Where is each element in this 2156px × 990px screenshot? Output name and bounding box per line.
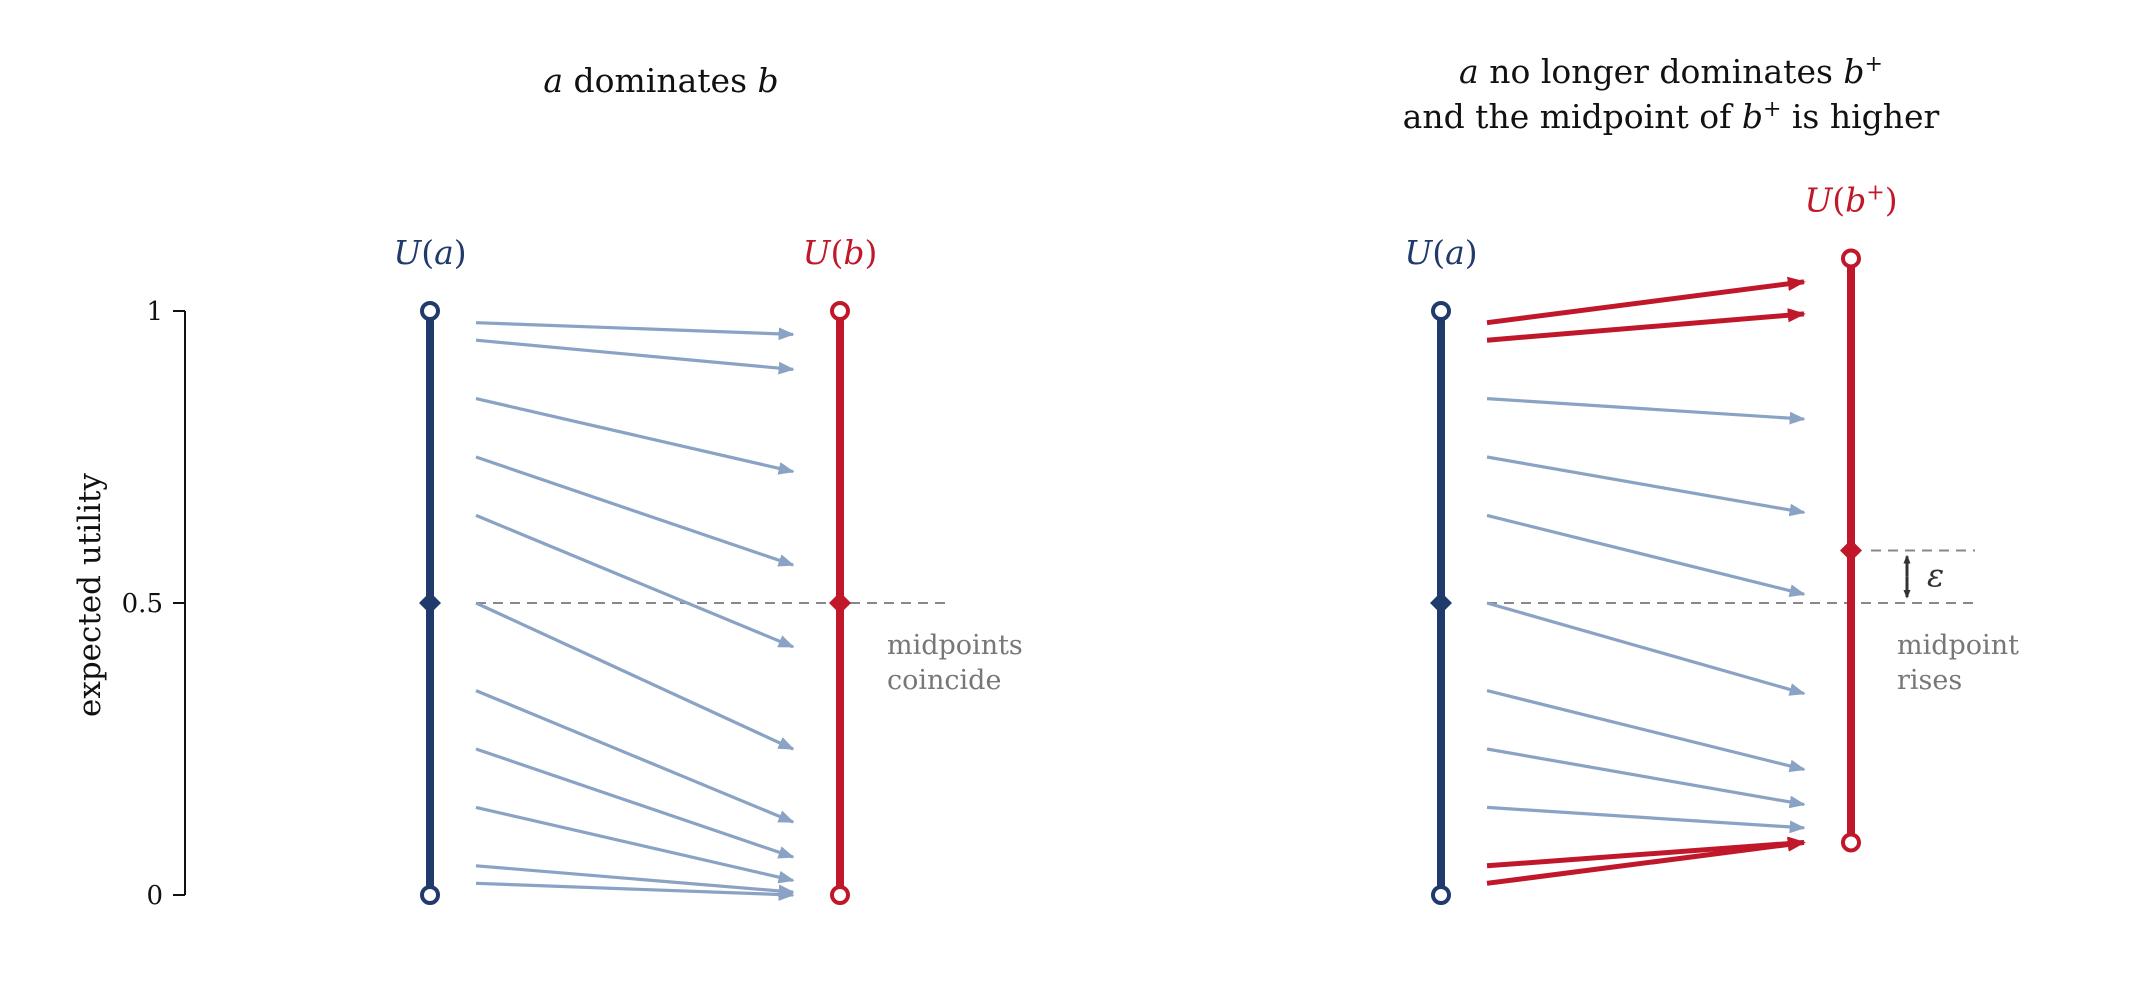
right-bar-endpoint (830, 301, 850, 321)
annotation-note: coincide (887, 665, 1001, 696)
panel-title-line: a dominates b (543, 61, 778, 100)
highlighted-mapping-arrow (1486, 836, 1806, 869)
y-axis-ticks: 00.51 (122, 297, 185, 911)
mapping-arrow (1486, 397, 1806, 425)
mapping-arrow (1486, 689, 1806, 773)
right-bar-label: U(b+) (1804, 180, 1897, 220)
panel-dominates: a dominates b U(a) U(b) midpoints coincide (393, 61, 1023, 905)
mapping-arrow (475, 321, 795, 341)
mapping-arrow (1486, 513, 1806, 597)
right-bar-endpoint (830, 885, 850, 905)
mapping-arrow (1486, 455, 1806, 517)
right-bar-endpoint (1841, 832, 1861, 853)
y-axis-label: expected utility (72, 473, 108, 718)
left-bar-label: U(a) (393, 233, 466, 272)
highlighted-mapping-arrow (1486, 837, 1806, 886)
mapping-arrow (475, 513, 795, 649)
mapping-arrow (475, 805, 795, 884)
highlighted-mapping-arrow (1486, 308, 1806, 343)
highlighted-mapping-arrow (1486, 276, 1806, 326)
mapping-arrow (475, 601, 795, 751)
left-bar-endpoint (1431, 885, 1451, 905)
annotation-note: rises (1897, 665, 1962, 696)
left-midpoint-marker (419, 592, 441, 614)
annotation-note: midpoints (887, 630, 1023, 661)
right-midpoint-marker (1840, 539, 1862, 562)
left-bar-endpoint (1431, 301, 1451, 321)
panel-title-line: a no longer dominates b+ (1459, 52, 1883, 92)
y-tick-label: 1 (146, 297, 163, 327)
left-midpoint-marker (1430, 592, 1452, 614)
panel-no-longer-dominates: a no longer dominates b+ and the midpoint… (1403, 52, 2019, 905)
right-bar-label: U(b) (803, 233, 878, 272)
y-tick-label: 0 (146, 881, 163, 911)
mapping-arrow (475, 747, 795, 859)
right-bar-endpoint (1841, 248, 1861, 269)
mapping-arrow (475, 689, 795, 824)
annotation-note: midpoint (1897, 630, 2019, 661)
mapping-arrow (1486, 747, 1806, 809)
mapping-arrow (475, 338, 795, 375)
mapping-arrow (475, 397, 795, 475)
right-midpoint-marker (829, 592, 851, 614)
panel-title-line: and the midpoint of b+ is higher (1403, 97, 1940, 137)
left-bar-endpoint (420, 885, 440, 905)
left-bar-label: U(a) (1404, 233, 1477, 272)
y-axis: 00.51 expected utility (72, 297, 186, 911)
y-tick-label: 0.5 (122, 589, 163, 619)
mapping-arrow (1486, 805, 1806, 834)
mapping-arrow (1486, 601, 1806, 696)
mapping-arrow (475, 455, 795, 567)
left-bar-endpoint (420, 301, 440, 321)
epsilon-label: ε (1927, 557, 1944, 595)
mapping-arrow (475, 881, 795, 901)
mapping-arrow (475, 864, 795, 898)
